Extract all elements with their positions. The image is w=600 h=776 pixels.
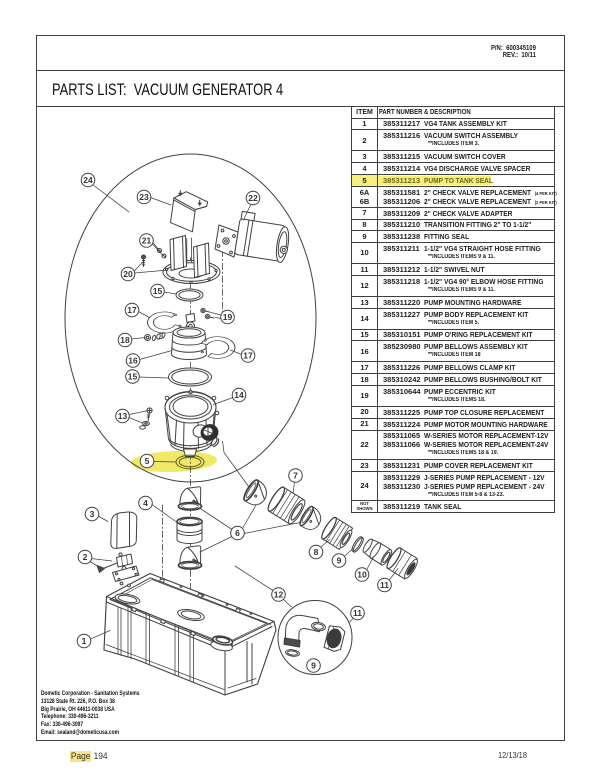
svg-text:9: 9 bbox=[337, 556, 342, 566]
svg-text:11: 11 bbox=[380, 580, 389, 590]
svg-text:10: 10 bbox=[357, 570, 367, 580]
svg-text:19: 19 bbox=[223, 312, 233, 322]
svg-text:7: 7 bbox=[293, 471, 298, 481]
svg-text:24: 24 bbox=[83, 175, 93, 185]
svg-text:5: 5 bbox=[145, 456, 150, 466]
svg-text:4: 4 bbox=[143, 498, 148, 508]
svg-text:14: 14 bbox=[234, 390, 244, 400]
svg-text:6: 6 bbox=[235, 528, 240, 538]
svg-text:2: 2 bbox=[83, 552, 88, 562]
svg-text:16: 16 bbox=[128, 356, 138, 366]
svg-text:20: 20 bbox=[123, 269, 133, 279]
svg-text:13: 13 bbox=[118, 411, 128, 421]
svg-text:23: 23 bbox=[139, 192, 149, 202]
svg-text:21: 21 bbox=[142, 236, 152, 246]
svg-text:18: 18 bbox=[120, 335, 130, 345]
svg-text:1: 1 bbox=[82, 636, 87, 646]
svg-text:15: 15 bbox=[153, 286, 163, 296]
svg-text:17: 17 bbox=[243, 351, 253, 361]
svg-text:9: 9 bbox=[311, 661, 316, 671]
svg-text:3: 3 bbox=[90, 509, 95, 519]
svg-text:22: 22 bbox=[248, 193, 258, 203]
svg-text:8: 8 bbox=[314, 547, 319, 557]
svg-text:15: 15 bbox=[128, 372, 138, 382]
svg-text:11: 11 bbox=[353, 608, 362, 618]
svg-text:17: 17 bbox=[127, 305, 137, 315]
svg-text:12: 12 bbox=[274, 590, 284, 600]
